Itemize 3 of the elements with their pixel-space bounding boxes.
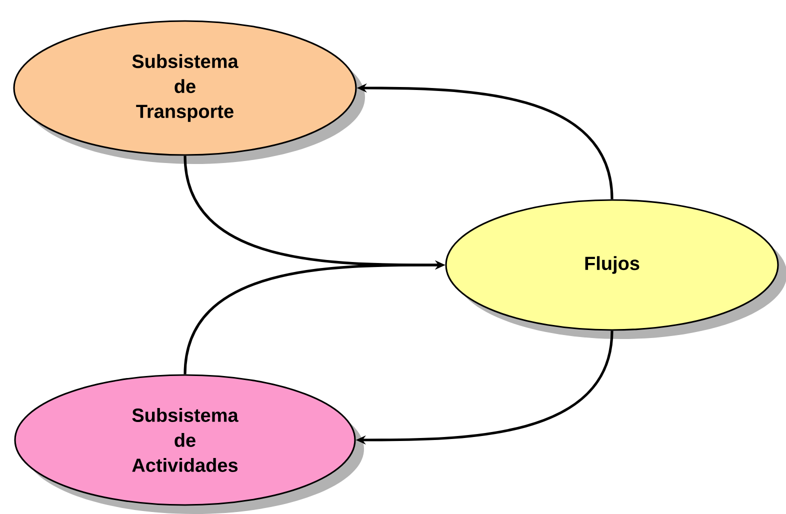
ellipse-node: Flujos: [445, 199, 786, 339]
ellipse-node: Subsistema de Actividades: [14, 374, 364, 514]
ellipse-node: Subsistema de Transporte: [13, 20, 365, 164]
